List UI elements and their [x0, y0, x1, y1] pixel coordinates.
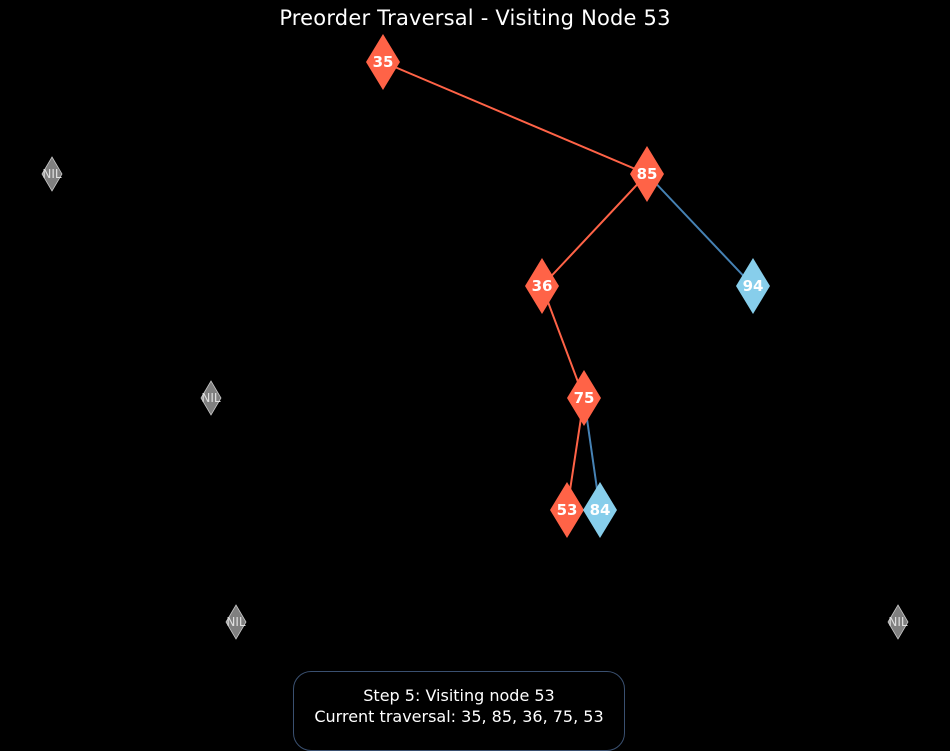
tree-node-36: 36: [525, 258, 559, 314]
tree-edge-36-75: [541, 285, 585, 399]
tree-node-35: 35: [366, 34, 400, 90]
tree-node-94: 94: [736, 258, 770, 314]
step-text: Step 5: Visiting node 53: [363, 686, 555, 705]
nil-node: NIL: [225, 604, 247, 640]
tree-edge-85-94: [646, 173, 754, 287]
nil-diamond: [41, 156, 63, 192]
tree-node-53: 53: [550, 482, 584, 538]
node-label: 53: [557, 501, 578, 519]
tree-edge-35-85: [382, 61, 648, 175]
node-label: 94: [743, 277, 764, 295]
node-diamond: [550, 482, 584, 538]
node-diamond: [583, 482, 617, 538]
nil-label: NIL: [42, 167, 62, 181]
edges-layer: [382, 61, 754, 511]
node-label: 75: [574, 389, 595, 407]
diagram-title: Preorder Traversal - Visiting Node 53: [279, 6, 671, 30]
nil-diamond: [887, 604, 909, 640]
node-label: 85: [637, 165, 658, 183]
nil-node: NIL: [887, 604, 909, 640]
node-label: 35: [373, 53, 394, 71]
nil-label: NIL: [888, 615, 908, 629]
tree-node-85: 85: [630, 146, 664, 202]
node-label: 84: [590, 501, 611, 519]
tree-node-84: 84: [583, 482, 617, 538]
node-diamond: [630, 146, 664, 202]
nil-diamond: [200, 380, 222, 416]
tree-node-75: 75: [567, 370, 601, 426]
node-diamond: [736, 258, 770, 314]
node-diamond: [567, 370, 601, 426]
traversal-text: Current traversal: 35, 85, 36, 75, 53: [314, 707, 604, 726]
nil-diamond: [225, 604, 247, 640]
node-diamond: [366, 34, 400, 90]
nil-label: NIL: [226, 615, 246, 629]
tree-edge-85-36: [541, 173, 648, 287]
nil-label: NIL: [201, 391, 221, 405]
node-label: 36: [532, 277, 553, 295]
nil-node: NIL: [41, 156, 63, 192]
nil-node: NIL: [200, 380, 222, 416]
status-box: Step 5: Visiting node 53 Current travers…: [293, 671, 625, 751]
node-diamond: [525, 258, 559, 314]
